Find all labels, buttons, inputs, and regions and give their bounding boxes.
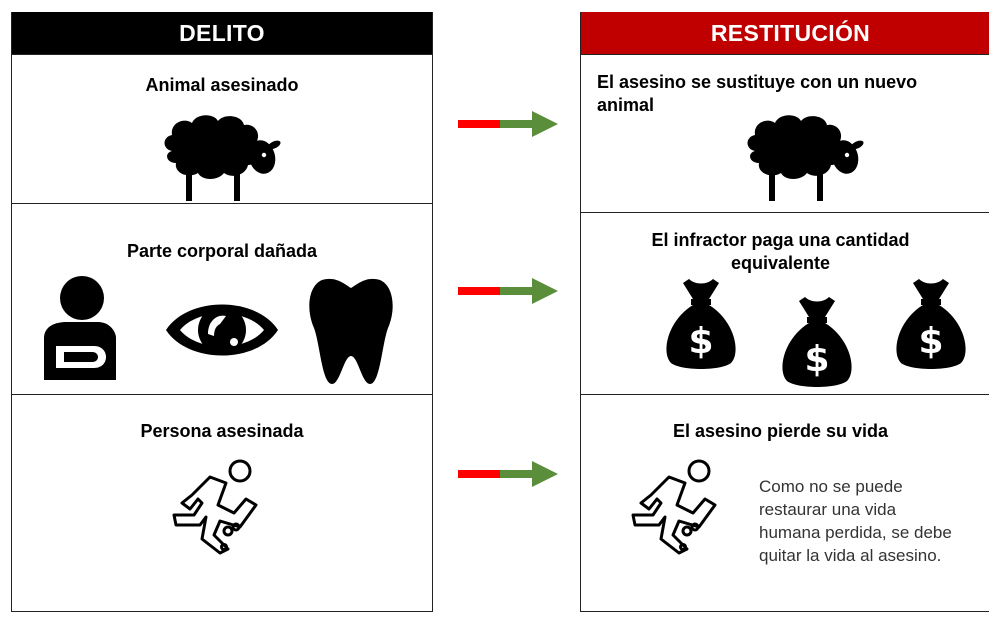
arrow-icon — [458, 109, 558, 139]
crime-header: DELITO — [12, 12, 432, 54]
tooth-icon — [309, 278, 393, 384]
crime-row-title: Persona asesinada — [140, 421, 304, 441]
crime-row-body-part: Parte corporal dañada — [12, 203, 432, 395]
crime-row-person: Persona asesinada — [12, 394, 432, 625]
money-bag-icon — [777, 291, 857, 387]
restitution-row-animal: El asesino se sustituye con un nuevo ani… — [581, 54, 989, 213]
restitution-header: RESTITUCIÓN — [581, 12, 989, 54]
restitution-row-title: El asesino se sustituye con un nuevo ani… — [597, 72, 918, 115]
arrow-icon — [458, 276, 558, 306]
running-person-icon — [162, 455, 272, 555]
restitution-column: RESTITUCIÓN El asesino se sustituye con … — [580, 12, 989, 612]
restitution-row-title: El asesino pierde su vida — [672, 421, 889, 441]
sheep-icon — [158, 113, 288, 203]
restitution-row-life: El asesino pierde su vida Como no se pue… — [581, 394, 989, 625]
crime-row-title: Parte corporal dañada — [126, 241, 318, 261]
eye-icon — [166, 304, 278, 356]
arrow-icon — [458, 459, 558, 489]
injured-person-icon — [44, 276, 116, 380]
restitution-note: Como no se puede restaurar una vida huma… — [759, 477, 952, 565]
crime-row-animal: Animal asesinado — [12, 54, 432, 204]
money-bag-icon — [891, 273, 971, 369]
crime-row-title: Animal asesinado — [145, 75, 299, 95]
crime-column: DELITO Animal asesinado Parte corporal d… — [11, 12, 433, 612]
sheep-icon — [741, 113, 871, 203]
money-bag-icon — [661, 273, 741, 369]
restitution-row-payment: El infractor paga una cantidad equivalen… — [581, 212, 989, 395]
running-person-icon — [621, 455, 731, 555]
restitution-row-title: El infractor paga una cantidad equivalen… — [651, 230, 910, 273]
